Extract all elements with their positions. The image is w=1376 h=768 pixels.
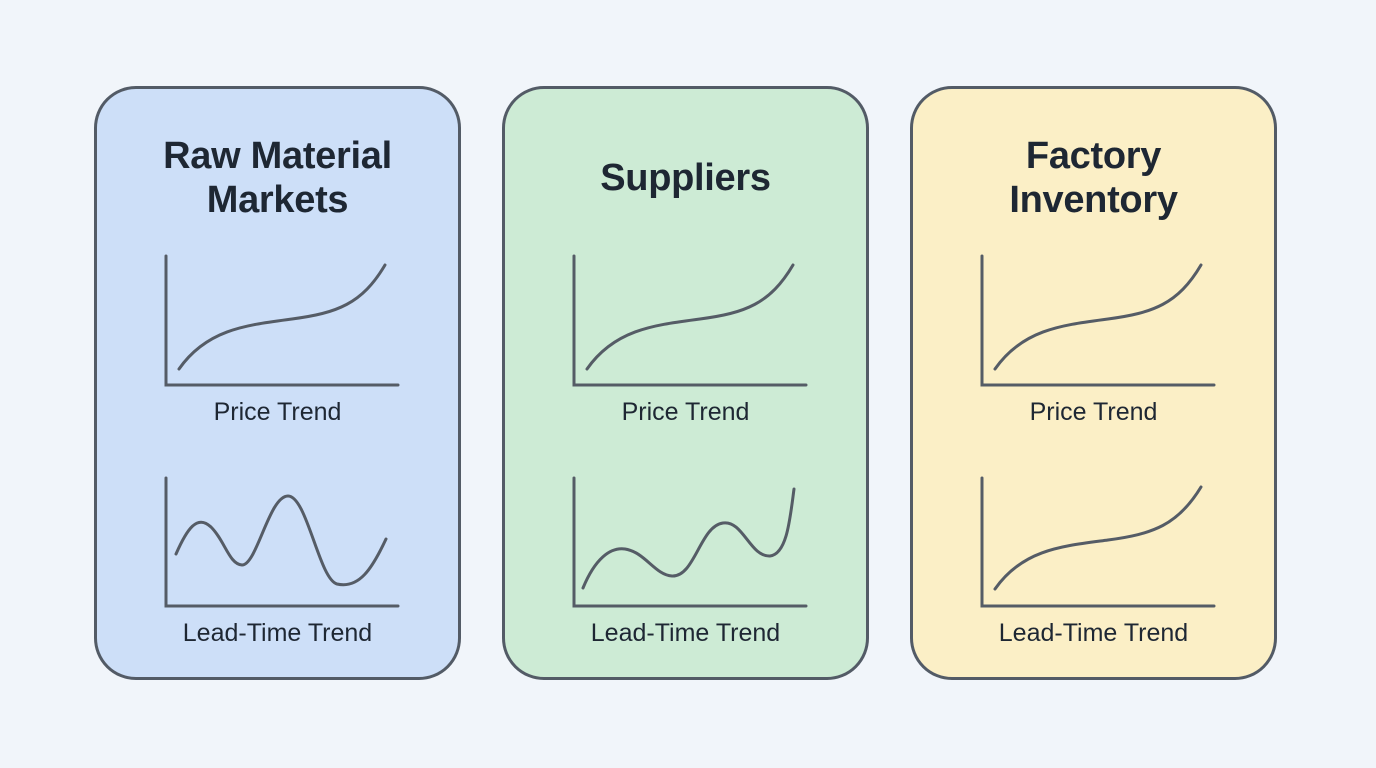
lead-time-trend-label: Lead-Time Trend bbox=[182, 619, 373, 647]
card-title-line: Raw Material bbox=[163, 135, 392, 177]
card-title-line: Suppliers bbox=[600, 157, 771, 199]
price-trend-label: Price Trend bbox=[1029, 398, 1158, 426]
lead-time-trend-label: Lead-Time Trend bbox=[590, 619, 781, 647]
card-raw-material-markets: Raw Material Markets Price Trend Lead-Ti… bbox=[94, 86, 461, 680]
lead-time-trend-chart-icon bbox=[572, 476, 808, 608]
card-title-line: Factory bbox=[1025, 135, 1162, 177]
card-title-line: Inventory bbox=[1009, 179, 1178, 221]
card-title: Suppliers bbox=[505, 156, 866, 200]
card-factory-inventory: Factory Inventory Price Trend Lead-Time … bbox=[910, 86, 1277, 680]
price-trend-chart-icon bbox=[164, 254, 400, 387]
lead-time-trend-chart-icon bbox=[164, 476, 400, 608]
card-title: Raw Material Markets bbox=[97, 134, 458, 222]
price-trend-label: Price Trend bbox=[621, 398, 750, 426]
lead-time-trend-chart-icon bbox=[980, 476, 1216, 608]
card-suppliers: Suppliers Price Trend Lead-Time Trend bbox=[502, 86, 869, 680]
card-title: Factory Inventory bbox=[913, 134, 1274, 222]
price-trend-label: Price Trend bbox=[213, 398, 342, 426]
lead-time-trend-label: Lead-Time Trend bbox=[998, 619, 1189, 647]
card-title-line: Markets bbox=[206, 179, 349, 221]
price-trend-chart-icon bbox=[980, 254, 1216, 387]
price-trend-chart-icon bbox=[572, 254, 808, 387]
